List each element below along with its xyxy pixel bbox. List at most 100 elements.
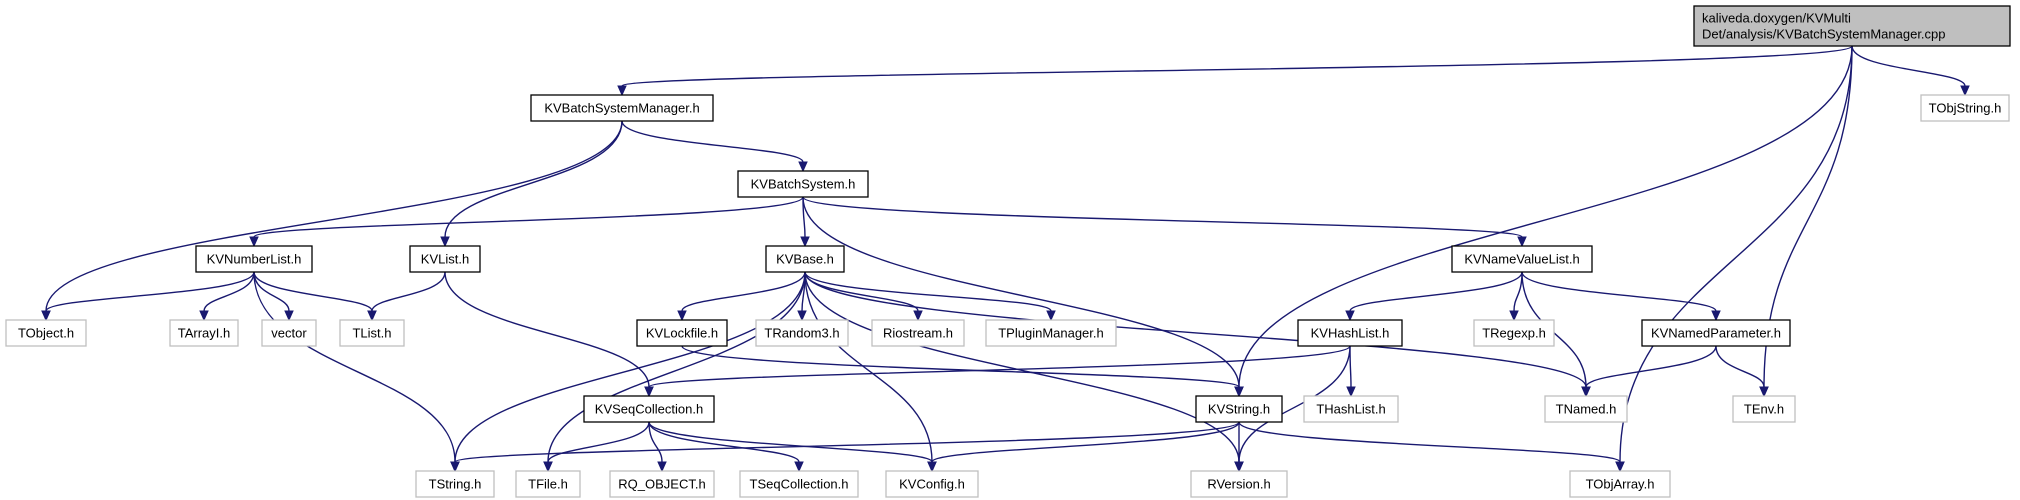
edge-root-to-kvbsm	[617, 45, 1853, 97]
node-label: KVNameValueList.h	[1464, 252, 1579, 267]
edge-kvstring-to-kvconfig	[927, 421, 1240, 473]
node-kvnamevaluelist[interactable]: KVNameValueList.h	[1451, 245, 1593, 273]
node-label: KVNumberList.h	[207, 252, 302, 267]
edge-kvbase-to-tfile	[543, 271, 806, 473]
node-box	[1473, 319, 1555, 347]
edge-kvnumberlist-to-tstring	[253, 271, 460, 473]
edge-kvbase-to-tstring	[450, 271, 806, 473]
node-riostream: Riostream.h	[871, 319, 965, 347]
edge-kvlockfile-to-kvstring	[681, 345, 1244, 398]
node-box	[885, 470, 979, 498]
edge-kvnamedparameter-to-tenv	[1715, 345, 1769, 398]
node-box	[169, 319, 239, 347]
node-label: TPluginManager.h	[998, 326, 1104, 341]
node-kvlist[interactable]: KVList.h	[409, 245, 481, 273]
node-label: Det/analysis/KVBatchSystemManager.cpp	[1702, 27, 1946, 42]
node-tenv: TEnv.h	[1732, 395, 1796, 423]
node-box	[739, 470, 859, 498]
node-box	[755, 319, 849, 347]
node-label: RQ_OBJECT.h	[618, 477, 705, 492]
node-tobject: TObject.h	[5, 319, 87, 347]
edge-kvnumberlist-to-tobject	[41, 271, 255, 322]
node-label: THashList.h	[1316, 402, 1385, 417]
node-box	[636, 319, 728, 347]
edge-kvstring-to-rversion	[1234, 421, 1244, 473]
node-label: TObject.h	[18, 326, 74, 341]
node-label: TEnv.h	[1744, 402, 1784, 417]
node-label: Riostream.h	[883, 326, 953, 341]
node-label: KVBatchSystemManager.h	[544, 101, 699, 116]
node-box	[515, 470, 581, 498]
nodes-layer: kaliveda.doxygen/KVMultiDet/analysis/KVB…	[5, 5, 2011, 498]
node-box	[339, 319, 405, 347]
node-label: TRegexp.h	[1482, 326, 1546, 341]
node-label: TObjArray.h	[1586, 477, 1655, 492]
node-kvbsm[interactable]: KVBatchSystemManager.h	[530, 94, 714, 122]
node-box	[1303, 395, 1399, 423]
node-label: KVNamedParameter.h	[1651, 326, 1781, 341]
edge-kvbsm-to-kvlist	[440, 120, 623, 248]
node-label: KVList.h	[421, 252, 469, 267]
edge-kvbs-to-kvnamevaluelist	[802, 196, 1527, 248]
node-tseqcollection: TSeqCollection.h	[739, 470, 859, 498]
edge-kvlist-to-kvseqcollection	[444, 271, 654, 398]
edge-kvnamevaluelist-to-kvhashlist	[1345, 271, 1523, 322]
node-box	[1693, 5, 2011, 47]
edge-kvnumberlist-to-tarrayi	[199, 271, 255, 322]
node-kvbase[interactable]: KVBase.h	[765, 245, 845, 273]
node-label: KVConfig.h	[899, 477, 965, 492]
node-root: kaliveda.doxygen/KVMultiDet/analysis/KVB…	[1693, 5, 2011, 47]
node-label: vector	[271, 326, 307, 341]
node-tstring: TString.h	[415, 470, 495, 498]
edge-kvbase-to-tpluginmanager	[804, 271, 1056, 322]
edge-kvbs-to-kvbase	[800, 196, 810, 248]
node-box	[1451, 245, 1593, 273]
edge-root-to-tobjstring	[1851, 45, 1970, 97]
node-label: TFile.h	[528, 477, 568, 492]
node-box	[5, 319, 87, 347]
node-label: KVString.h	[1208, 402, 1270, 417]
node-tarrayi: TArrayI.h	[169, 319, 239, 347]
node-box	[1195, 395, 1283, 423]
edge-kvlist-to-tlist	[367, 271, 446, 322]
node-label: TObjString.h	[1929, 101, 2002, 116]
node-rversion: RVersion.h	[1190, 470, 1288, 498]
node-box	[737, 170, 869, 198]
node-kvstring[interactable]: KVString.h	[1195, 395, 1283, 423]
node-kvbs[interactable]: KVBatchSystem.h	[737, 170, 869, 198]
edge-kvhashlist-to-kvseqcollection	[644, 345, 1351, 398]
node-kvseqcollection[interactable]: KVSeqCollection.h	[583, 395, 715, 423]
node-kvnumberlist[interactable]: KVNumberList.h	[195, 245, 313, 273]
edge-kvseqcollection-to-tfile	[543, 421, 650, 473]
node-kvlockfile[interactable]: KVLockfile.h	[636, 319, 728, 347]
node-box	[871, 319, 965, 347]
node-label: TRandom3.h	[764, 326, 839, 341]
edge-kvseqcollection-to-rq_object	[648, 421, 667, 473]
node-box	[530, 94, 714, 122]
node-box	[1920, 94, 2010, 122]
node-tobjarray: TObjArray.h	[1569, 470, 1671, 498]
node-box	[261, 319, 317, 347]
node-tpluginmanager: TPluginManager.h	[985, 319, 1117, 347]
edge-kvbase-to-kvlockfile	[677, 271, 806, 322]
node-tnamed: TNamed.h	[1544, 395, 1628, 423]
node-kvconfig: KVConfig.h	[885, 470, 979, 498]
node-label: KVSeqCollection.h	[595, 402, 703, 417]
edge-kvhashlist-to-thashlist	[1346, 345, 1356, 398]
edge-kvbsm-to-kvbs	[621, 120, 808, 173]
node-label: KVBase.h	[776, 252, 834, 267]
edge-kvbase-to-riostream	[804, 271, 923, 322]
node-kvhashlist[interactable]: KVHashList.h	[1297, 319, 1403, 347]
node-label: RVersion.h	[1207, 477, 1270, 492]
node-label: TNamed.h	[1556, 402, 1617, 417]
node-tlist: TList.h	[339, 319, 405, 347]
edge-kvnumberlist-to-vector	[253, 271, 294, 322]
node-rq_object: RQ_OBJECT.h	[609, 470, 715, 498]
edge-kvbase-to-kvconfig	[804, 271, 937, 473]
node-box	[195, 245, 313, 273]
node-tobjstring: TObjString.h	[1920, 94, 2010, 122]
node-kvnamedparameter[interactable]: KVNamedParameter.h	[1641, 319, 1791, 347]
node-label: KVLockfile.h	[646, 326, 718, 341]
edge-kvbs-to-kvnumberlist	[249, 196, 804, 248]
